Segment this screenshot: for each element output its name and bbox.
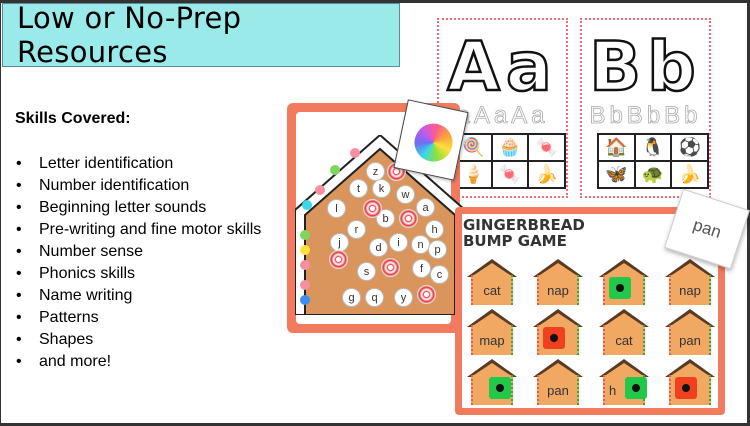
picture-cell: 🍬 bbox=[491, 161, 529, 188]
word-house bbox=[665, 359, 715, 405]
word-house: h bbox=[599, 359, 649, 405]
big-letter: Bb bbox=[588, 27, 702, 109]
skill-item: Phonics skills bbox=[16, 263, 276, 285]
house-word: nap bbox=[669, 275, 711, 305]
letter-circle: k bbox=[372, 179, 391, 198]
word-house: cat bbox=[467, 259, 517, 305]
skill-item: Shapes bbox=[16, 329, 276, 351]
big-letter: Aa bbox=[446, 27, 558, 109]
letter-circle: c bbox=[430, 265, 449, 284]
letter-circle: l bbox=[327, 199, 346, 218]
skill-item: and more! bbox=[16, 351, 276, 373]
picture-cell: ⚽ bbox=[671, 134, 708, 161]
picture-cell: 🧁 bbox=[491, 134, 529, 161]
trace-letters: aAaAa bbox=[456, 102, 549, 130]
letter-circle: p bbox=[428, 240, 447, 259]
letter-circle: d bbox=[369, 238, 388, 257]
peppermint-icon bbox=[329, 250, 348, 269]
letter-circle: b bbox=[376, 209, 395, 228]
beach-ball-icon bbox=[410, 120, 457, 166]
house-word: cat bbox=[471, 275, 513, 305]
picture-grid: 🏠🐧⚽ 🦋🐢🍌 bbox=[597, 133, 709, 189]
letter-circle: a bbox=[416, 198, 435, 217]
letter-circle: i bbox=[389, 233, 408, 252]
green-cube-marker bbox=[625, 377, 647, 399]
letter-circle: r bbox=[347, 220, 366, 239]
title-line: BUMP GAME bbox=[463, 232, 567, 250]
green-cube-marker bbox=[489, 377, 511, 399]
peppermint-icon bbox=[417, 285, 436, 304]
peppermint-icon bbox=[363, 199, 382, 218]
word-house: pan bbox=[533, 359, 583, 405]
skill-item: Patterns bbox=[16, 307, 276, 329]
skills-heading: Skills Covered: bbox=[15, 110, 131, 127]
letter-circle: t bbox=[349, 179, 368, 198]
word-house: nap bbox=[665, 259, 715, 305]
picture-cell: 🍌 bbox=[671, 161, 708, 188]
word-house: cat bbox=[599, 309, 649, 355]
letter-circle: w bbox=[396, 185, 415, 204]
letter-circle: q bbox=[365, 288, 384, 307]
picture-cell: 🍌 bbox=[528, 161, 565, 188]
skill-item: Beginning letter sounds bbox=[16, 197, 276, 219]
word-house bbox=[467, 359, 517, 405]
slide-title: Low or No-Prep Resources bbox=[17, 1, 242, 69]
skill-item: Number sense bbox=[16, 241, 276, 263]
title-banner: Low or No-Prep Resources bbox=[2, 1, 400, 69]
letter-circle: n bbox=[411, 235, 430, 254]
red-cube-marker bbox=[543, 327, 565, 349]
letter-circle: g bbox=[342, 288, 361, 307]
word-house: pan bbox=[665, 309, 715, 355]
skills-list: Letter identificationNumber identificati… bbox=[16, 153, 276, 373]
letter-circle: y bbox=[394, 288, 413, 307]
letter-circle: f bbox=[412, 259, 431, 278]
picture-cell: 🦋 bbox=[598, 161, 635, 188]
picture-cell: 🐢 bbox=[634, 161, 672, 188]
peppermint-icon bbox=[381, 258, 400, 277]
house-word: nap bbox=[537, 275, 579, 305]
trace-letters: BbBbBb bbox=[589, 102, 702, 130]
word-house: nap bbox=[533, 259, 583, 305]
peppermint-icon bbox=[399, 209, 418, 228]
skill-item: Number identification bbox=[16, 175, 276, 197]
red-cube-marker bbox=[675, 377, 697, 399]
title-line: GINGERBREAD bbox=[463, 216, 585, 234]
house-word: cat bbox=[603, 325, 645, 355]
picture-cell: 🐧 bbox=[634, 134, 672, 161]
skill-item: Name writing bbox=[16, 285, 276, 307]
skill-item: Letter identification bbox=[16, 153, 276, 175]
picture-grid: 🍭🧁🍬🍦🍬🍌 bbox=[454, 133, 566, 189]
house-word: pan bbox=[537, 375, 579, 405]
letter-circle: s bbox=[357, 262, 376, 281]
green-cube-marker bbox=[609, 277, 631, 299]
picture-cell: 🏠 bbox=[598, 134, 635, 161]
skill-item: Pre-writing and fine motor skills bbox=[16, 219, 276, 241]
word-house bbox=[533, 309, 583, 355]
letter-card-b: Bb BbBbBb 🏠🐧⚽ 🦋🐢🍌 bbox=[574, 12, 717, 204]
house-word: pan bbox=[669, 325, 711, 355]
picture-cell: 🍬 bbox=[528, 134, 565, 161]
word-house: map bbox=[467, 309, 517, 355]
word-house bbox=[599, 259, 649, 305]
letter-circle: h bbox=[425, 220, 444, 239]
house-word: map bbox=[471, 325, 513, 355]
